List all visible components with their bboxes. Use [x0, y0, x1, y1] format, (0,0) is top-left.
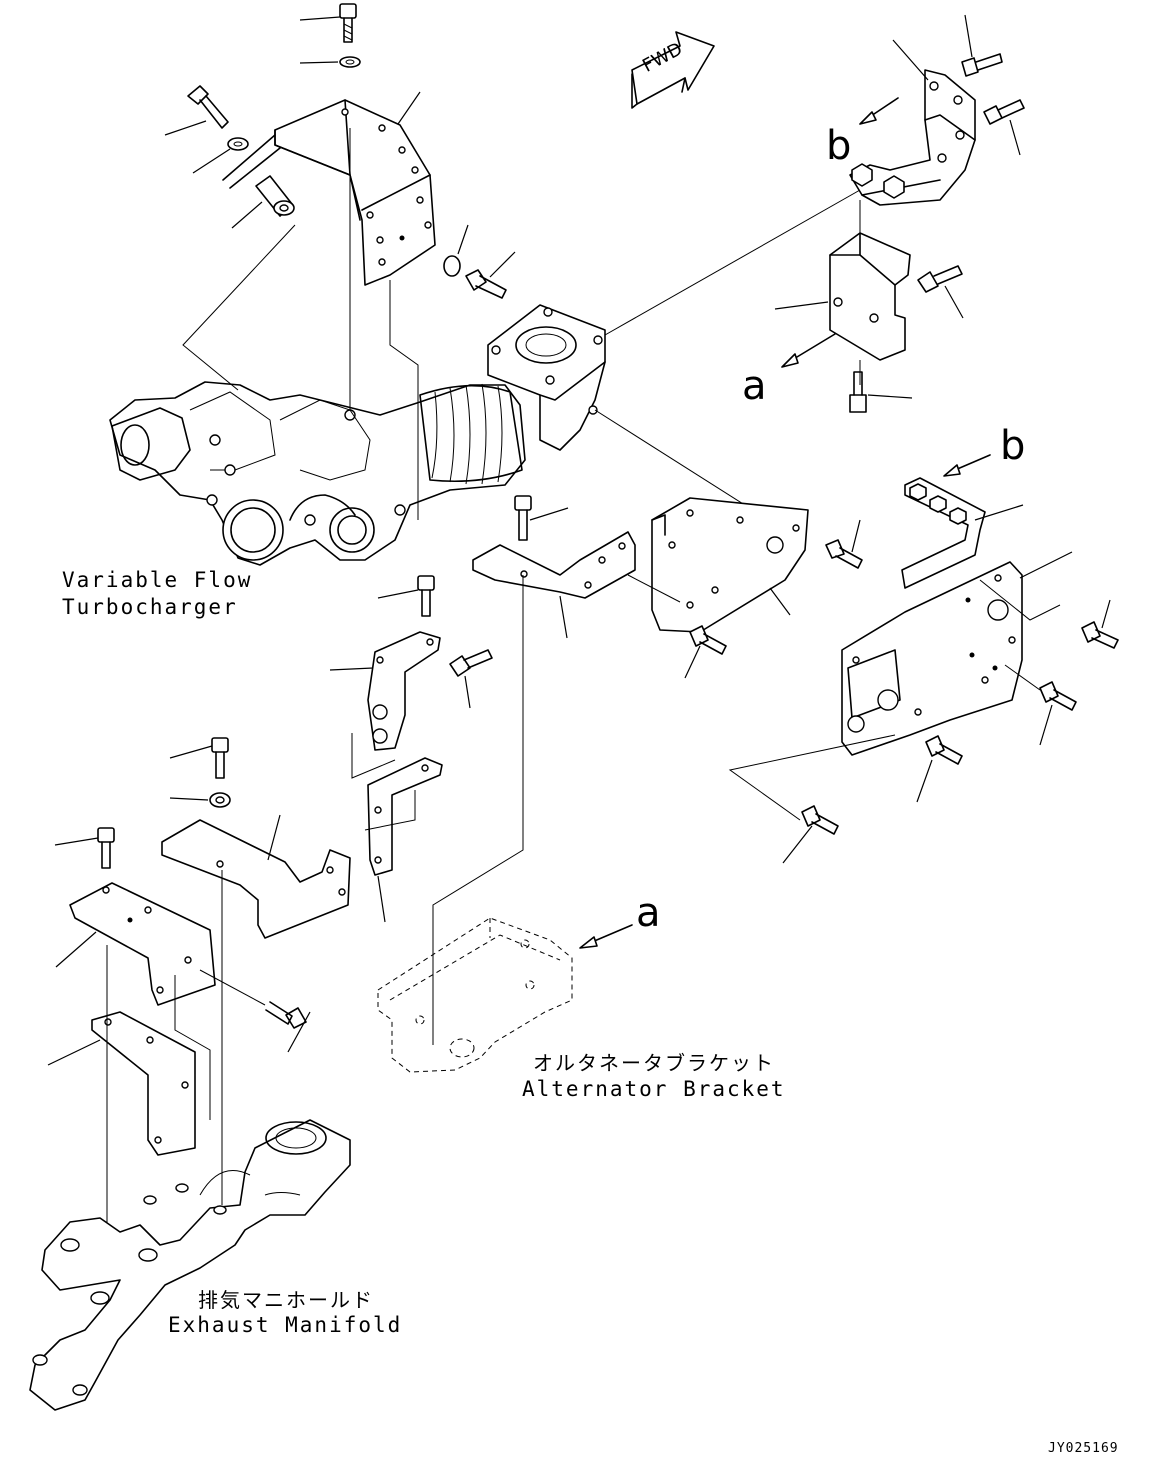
bolt-top	[339, 3, 361, 68]
bracket-small-lower	[367, 757, 443, 876]
turbocharger-label-line2: Turbocharger	[62, 595, 238, 619]
exhaust-manifold	[29, 1119, 351, 1411]
bracket-lower-mid	[161, 819, 351, 939]
callout-leaders	[47, 14, 1111, 1066]
bolts-small-upper	[417, 575, 493, 677]
turbocharger	[109, 304, 606, 566]
view-a-label-top: a	[742, 363, 767, 409]
bolts-bracket-a-upper	[849, 265, 963, 413]
bolt-left-upper	[187, 85, 295, 217]
bolt-mid-flat	[514, 495, 532, 541]
bolt-turbo-bracket-right	[443, 255, 507, 299]
bolts-bracket-b-upper	[961, 53, 1025, 125]
bracket-manifold-left	[91, 1011, 196, 1156]
bolt-lower-left	[97, 827, 307, 1029]
alternator-bracket-phantom	[377, 917, 573, 1073]
bolts-plate-right	[801, 621, 1119, 835]
bracket-b-lower	[901, 477, 986, 589]
alternator-bracket-label-jp: オルタネータブラケット	[533, 1051, 775, 1075]
view-b-label-right: b	[1000, 423, 1026, 469]
view-direction-arrow-icon	[579, 97, 991, 949]
drawing-code: JY025169	[1048, 1441, 1119, 1456]
fwd-direction-arrow-icon	[631, 31, 715, 109]
bracket-center	[651, 497, 809, 633]
bracket-small-upper	[367, 631, 441, 751]
bracket-lower-left	[69, 882, 216, 1006]
turbo-upper-bracket	[222, 99, 436, 286]
bracket-a-upper	[829, 232, 911, 361]
bracket-plate-right	[841, 561, 1023, 756]
view-b-label-top: b	[826, 123, 852, 169]
exhaust-manifold-label-en: Exhaust Manifold	[168, 1313, 403, 1337]
view-a-label-bottom: a	[636, 890, 661, 936]
turbocharger-label-line1: Variable Flow	[62, 568, 253, 592]
bracket-b-upper	[849, 69, 976, 206]
bolts-center-bracket	[689, 539, 863, 655]
bracket-mid-flat	[472, 531, 636, 599]
exhaust-manifold-label-jp: 排気マニホールド	[198, 1288, 374, 1312]
bolt-spacer-lower-mid	[209, 737, 231, 808]
alternator-bracket-label-en: Alternator Bracket	[522, 1077, 786, 1101]
